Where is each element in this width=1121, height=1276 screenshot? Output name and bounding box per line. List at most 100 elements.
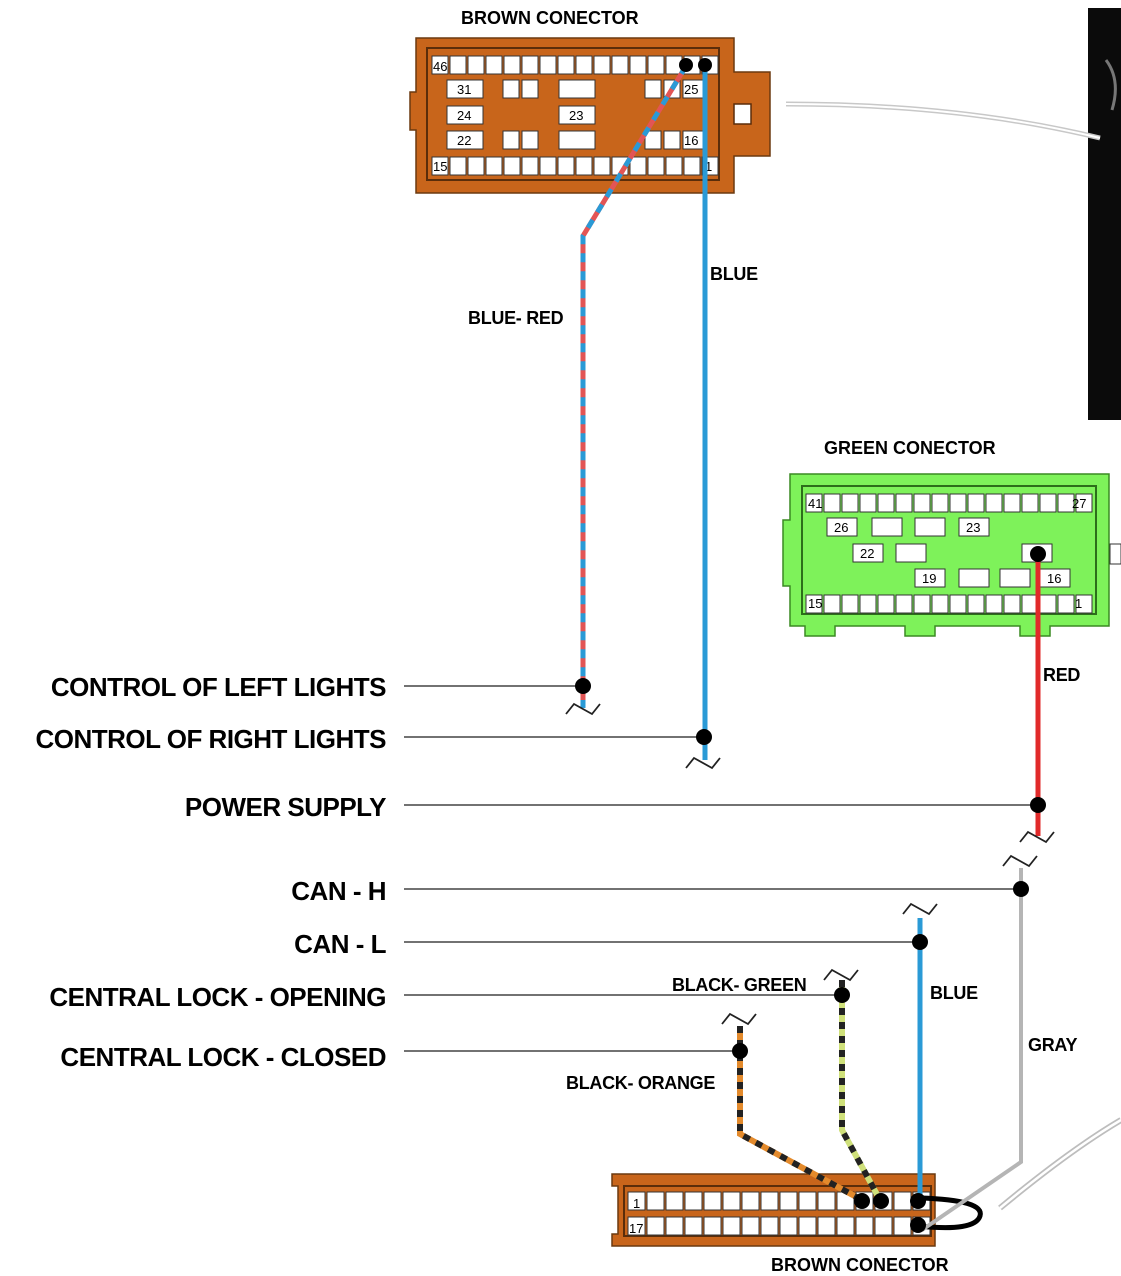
signal-power-supply: POWER SUPPLY [185, 792, 386, 822]
pin-cell [823, 594, 841, 614]
signal-control-right-lights: CONTROL OF RIGHT LIGHTS [35, 724, 386, 754]
pin-cell [593, 55, 611, 75]
pin-cell [722, 1216, 741, 1236]
pin-cell [859, 493, 877, 513]
pin-cell [684, 1191, 703, 1211]
pin-cell [557, 55, 575, 75]
pin-cell [985, 493, 1003, 513]
pin-cell [647, 156, 665, 176]
pin-cell [895, 594, 913, 614]
pin-cell [449, 55, 467, 75]
pin-cell [1039, 493, 1057, 513]
pin-cell [627, 1191, 646, 1211]
pin-cell [431, 55, 449, 75]
wire-gray [920, 868, 1023, 1232]
pin-cell [485, 156, 503, 176]
pin-cell [703, 1216, 722, 1236]
label-blue-bottom: BLUE [930, 983, 978, 1003]
pin-cell [779, 1191, 798, 1211]
pin-cell [895, 493, 913, 513]
pin-cell [855, 1216, 874, 1236]
pin-cell [741, 1216, 760, 1236]
pin-16: 16 [1047, 571, 1061, 586]
wire-black-green [839, 980, 883, 1202]
pin-19: 19 [922, 571, 936, 586]
pin-1: 1 [633, 1196, 640, 1211]
pin-cell [893, 1191, 912, 1211]
pin-cell [646, 1191, 665, 1211]
green-connector-title: GREEN CONECTOR [824, 438, 996, 458]
pin-cell [841, 493, 859, 513]
pin-cell [539, 55, 557, 75]
pin-cell [611, 55, 629, 75]
pin-cell [779, 1216, 798, 1236]
pin-cell [703, 1191, 722, 1211]
pin-cell [913, 594, 931, 614]
photo-fragment [1088, 8, 1121, 420]
label-black-green: BLACK- GREEN [672, 975, 806, 995]
pin-cell [647, 55, 665, 75]
pin-27: 27 [1072, 496, 1086, 511]
pin-cell [817, 1216, 836, 1236]
pin-cell [877, 493, 895, 513]
pin-cell [967, 493, 985, 513]
label-black-orange: BLACK- ORANGE [566, 1073, 715, 1093]
pin-cell [1057, 493, 1075, 513]
pin-15: 15 [433, 159, 447, 174]
pin-cell [877, 594, 895, 614]
pin-cell [931, 594, 949, 614]
pin-cell [467, 55, 485, 75]
pin-cell [931, 493, 949, 513]
pin-cell [629, 156, 647, 176]
pin-cell [575, 55, 593, 75]
pin-cell [760, 1216, 779, 1236]
pin-cell [1057, 594, 1075, 614]
pin-cell [893, 1216, 912, 1236]
pin-cell [684, 1216, 703, 1236]
pin-cell [539, 156, 557, 176]
pin-cell [874, 1216, 893, 1236]
pin-cell [449, 156, 467, 176]
signal-control-left-lights: CONTROL OF LEFT LIGHTS [51, 672, 386, 702]
harness-cable-top [785, 101, 1101, 141]
pin-cell [575, 156, 593, 176]
pin-cell [836, 1216, 855, 1236]
pin-cell [431, 156, 449, 176]
pin-cell [817, 1191, 836, 1211]
pin-cell [1021, 493, 1039, 513]
brown-bottom-connector-title: BROWN CONECTOR [771, 1255, 949, 1275]
pin-cell [985, 594, 1003, 614]
pin-cell [665, 1216, 684, 1236]
pin-cell [841, 594, 859, 614]
brown-bottom-connector: 1 17 BROWN CONECTOR [611, 1173, 949, 1275]
pin-cell [665, 1191, 684, 1211]
loop-wire [917, 1195, 983, 1231]
pin-cell [557, 156, 575, 176]
pin-cell [521, 55, 539, 75]
pin-cell [1003, 493, 1021, 513]
signal-central-lock-closed: CENTRAL LOCK - CLOSED [60, 1042, 386, 1072]
pin-cell [805, 493, 823, 513]
signal-central-lock-opening: CENTRAL LOCK - OPENING [49, 982, 386, 1012]
pin-41: 41 [808, 496, 822, 511]
signal-can-h: CAN - H [291, 876, 386, 906]
pin-cell [949, 594, 967, 614]
pin-23: 23 [569, 108, 583, 123]
pin-25: 25 [684, 82, 698, 97]
pin-cell [467, 156, 485, 176]
pin-cell [1003, 594, 1021, 614]
pin-cell [949, 493, 967, 513]
break-markers [565, 702, 1055, 1026]
label-gray: GRAY [1028, 1035, 1077, 1055]
pin-cell [629, 55, 647, 75]
pin-15: 15 [808, 596, 822, 611]
pin-cell [823, 493, 841, 513]
green-connector: GREEN CONECTOR 41 27 26 23 22 19 16 15 1 [782, 438, 1121, 637]
pin-cell [741, 1191, 760, 1211]
pin-cell [859, 594, 877, 614]
pin-cell [722, 1191, 741, 1211]
pin-22: 22 [860, 546, 874, 561]
junction-dots [575, 58, 1046, 1233]
pin-1: 1 [705, 159, 712, 174]
